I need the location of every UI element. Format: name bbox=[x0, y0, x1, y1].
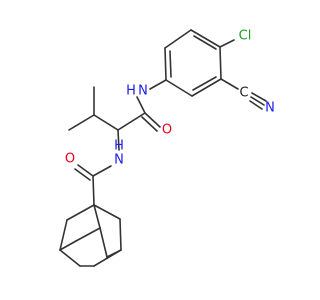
bond-ring-5 bbox=[164, 47, 167, 81]
bond-nh-carbonyl2 bbox=[92, 165, 112, 177]
bond-co-bottom-1 bbox=[77, 164, 94, 177]
bond-ring-3 bbox=[191, 78, 222, 97]
bond-lines bbox=[59, 29, 267, 267]
atom-chlorine: Cl bbox=[239, 29, 252, 44]
bond-alpha-ch bbox=[93, 114, 119, 131]
bond-ring-1 bbox=[190, 29, 221, 48]
bond-ring-3-inner bbox=[192, 76, 217, 91]
atom-oxygen-bottom: O bbox=[65, 152, 75, 167]
bond-ad-9 bbox=[59, 249, 81, 267]
bond-nh-carbonyl bbox=[136, 96, 146, 114]
bond-ad-2 bbox=[93, 204, 121, 220]
bond-ad-7 bbox=[99, 227, 108, 258]
bond-ring-1-inner bbox=[193, 35, 217, 50]
bond-alpha-nh bbox=[117, 129, 120, 151]
atom-nitrogen-bottom: N bbox=[114, 153, 124, 168]
bond-cl bbox=[219, 39, 235, 48]
atom-hydrogen-top: H bbox=[126, 84, 136, 99]
atom-oxygen-top: O bbox=[162, 123, 172, 138]
bond-nitrile-3 bbox=[249, 100, 263, 110]
bond-nitrile-1 bbox=[250, 96, 265, 106]
bond-ad-4 bbox=[59, 219, 68, 251]
bond-ad-1 bbox=[66, 204, 95, 221]
bond-ad-11 bbox=[93, 249, 122, 267]
atom-labels: N H Cl C N O N H O bbox=[65, 29, 275, 168]
bond-co-top-1 bbox=[144, 112, 161, 128]
atom-hydrogen-bottom: H bbox=[114, 139, 124, 154]
bond-co-top-2 bbox=[141, 116, 158, 132]
bond-ring-2 bbox=[219, 46, 222, 80]
bond-carbonyl-alpha bbox=[117, 112, 146, 131]
bond-ad-6 bbox=[75, 227, 101, 242]
bond-isopropyl-me2 bbox=[68, 114, 95, 131]
atom-nitrogen-nitrile: N bbox=[265, 101, 275, 116]
bond-ring-5-inner bbox=[169, 50, 172, 78]
bond-ad-5 bbox=[119, 218, 122, 251]
bond-ad-8 bbox=[59, 240, 77, 251]
molecule-structure: N H Cl C N O N H O bbox=[59, 29, 275, 267]
bond-co-bottom-2 bbox=[74, 168, 91, 181]
bond-nh-ring bbox=[149, 79, 167, 90]
bond-ring-6 bbox=[164, 29, 192, 49]
bond-ad-3 bbox=[93, 204, 101, 229]
bond-ring-cn bbox=[220, 78, 239, 90]
atom-nitrogen-top: N bbox=[138, 84, 148, 99]
atom-carbon-nitrile: C bbox=[239, 86, 248, 101]
bond-ring-4 bbox=[165, 79, 193, 97]
bond-nitrile-2 bbox=[251, 92, 267, 102]
bond-carbonyl-adamantyl bbox=[92, 175, 95, 206]
